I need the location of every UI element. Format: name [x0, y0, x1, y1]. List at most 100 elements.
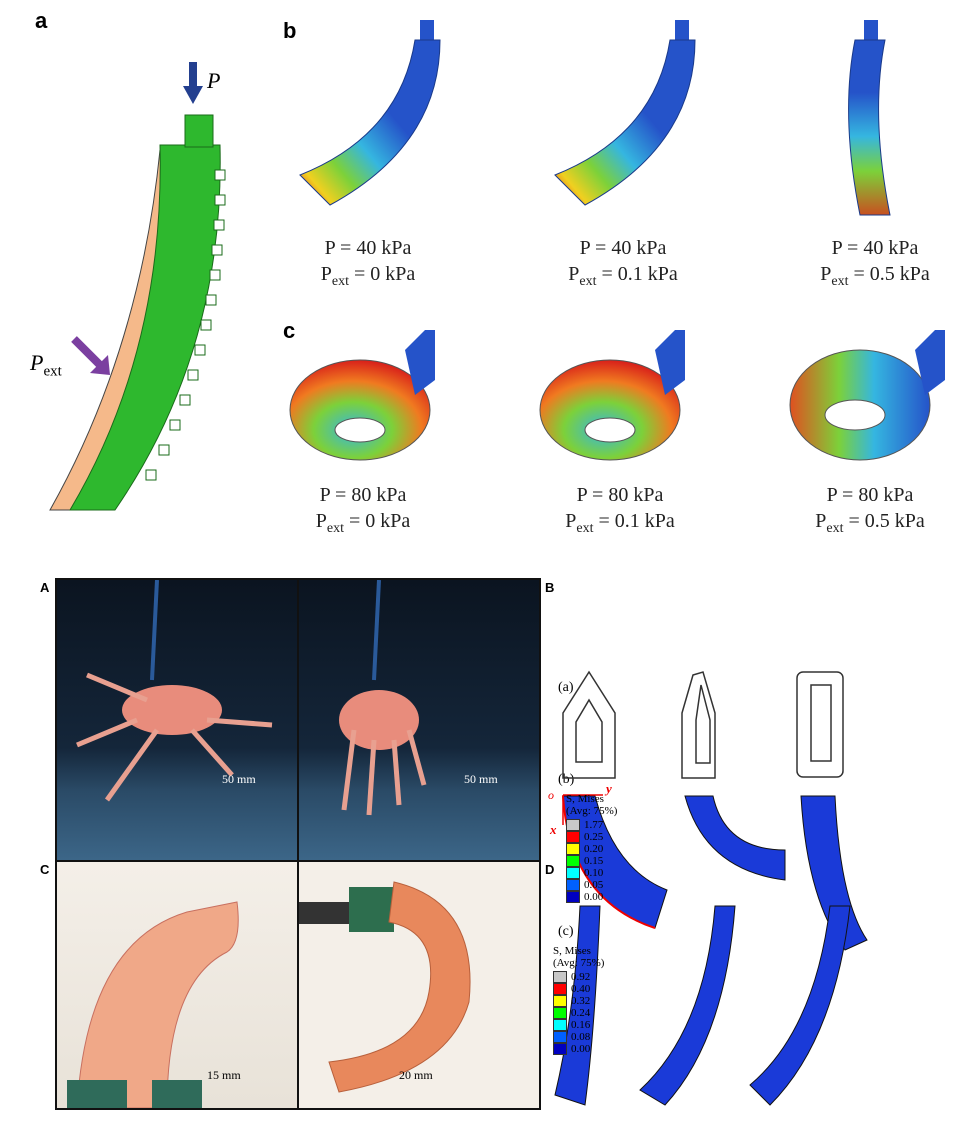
legend-swatch — [553, 1031, 567, 1043]
photo-label-B: B — [545, 580, 555, 595]
legend-value: 0.32 — [571, 995, 591, 1007]
pext-value: = 0 kPa — [348, 263, 416, 285]
fea-label-b: (b) — [558, 772, 575, 787]
fea-bend-c — [554, 905, 851, 1106]
pressure-value: P = 40 kPa — [579, 237, 667, 259]
legend-swatch — [553, 983, 567, 995]
pext-symbol: P — [815, 510, 827, 532]
label-pext: Pext — [30, 350, 62, 380]
scale-bar-A: 50 mm — [222, 772, 256, 786]
pext-subscript: ext — [579, 274, 597, 289]
gripper-closed-illustration — [339, 580, 427, 816]
pext-symbol: P — [568, 263, 580, 285]
axis-y-label: y — [606, 781, 612, 796]
legend-value: 0.00 — [571, 1043, 591, 1055]
pext-subscript: ext — [43, 363, 62, 380]
photo-label-A: A — [40, 580, 50, 595]
axis-origin-label: o — [548, 788, 554, 802]
pext-value: = 0.5 kPa — [848, 263, 930, 285]
photo-C-bellows-actuator: 15 mm — [57, 862, 297, 1108]
fea-bent-40kpa-0.5 — [848, 20, 891, 216]
label-p: P — [207, 68, 221, 93]
pressure-value: P = 80 kPa — [826, 484, 914, 506]
legend-swatch — [553, 971, 567, 983]
legend-swatch — [566, 843, 580, 855]
bellows-actuator-illustration — [67, 901, 239, 1108]
legend-entry: 0.24 — [553, 1007, 604, 1019]
cross-sections — [562, 670, 844, 779]
legend-value: 0.25 — [584, 831, 604, 843]
photo-label-D: D — [545, 862, 555, 877]
pext-subscript: ext — [576, 521, 594, 536]
pext-subscript: ext — [826, 521, 844, 536]
legend-entry: 0.16 — [553, 1019, 604, 1031]
legend-value: 0.05 — [584, 879, 604, 891]
legend-entry: 0.25 — [566, 831, 617, 843]
legend-swatch — [553, 1007, 567, 1019]
legend-subtitle: (Avg: 75%) — [566, 805, 618, 817]
legend-entry: 0.92 — [553, 971, 604, 983]
fea-curled-80kpa-0.5 — [789, 330, 945, 461]
legend-entry: 0.00 — [566, 891, 617, 903]
fea-cross-sections-and-results — [554, 670, 868, 1106]
legend-entry: 0.10 — [566, 867, 617, 879]
external-pressure-arrow-icon — [71, 336, 110, 375]
legend-swatch — [566, 891, 580, 903]
pext-subscript: ext — [326, 521, 344, 536]
pext-subscript: ext — [831, 274, 849, 289]
scale-bar-C: 15 mm — [207, 1068, 241, 1082]
fea-label-a: (a) — [558, 680, 574, 695]
pext-subscript: ext — [331, 274, 349, 289]
photo-A-underwater-gripper-open: 50 mm — [57, 580, 297, 860]
pext-symbol: P — [565, 510, 577, 532]
fea-bent-40kpa-0 — [299, 20, 441, 206]
pressure-value: P = 80 kPa — [576, 484, 664, 506]
pressure-value: P = 40 kPa — [831, 237, 919, 259]
actuator-model-a — [49, 114, 226, 511]
toothed-actuator-illustration — [299, 881, 471, 1093]
legend-title: S, Mises — [566, 793, 604, 805]
legend-swatch — [566, 867, 580, 879]
pext-symbol: P — [315, 510, 327, 532]
fea-bend-b — [562, 794, 868, 951]
pext-symbol: P — [30, 350, 44, 375]
photo-B-underwater-gripper-closed: 50 mm — [299, 580, 539, 860]
legend-entry: 0.00 — [553, 1043, 604, 1055]
legend-value: 0.10 — [584, 867, 604, 879]
legend-value: 0.15 — [584, 855, 604, 867]
legend-title: S, Mises — [553, 945, 591, 957]
photo-D-toothed-actuator: 20 mm — [299, 862, 539, 1108]
pext-value: = 0.1 kPa — [596, 263, 678, 285]
pressure-value: P = 80 kPa — [319, 484, 407, 506]
legend-entry: 1.77 — [566, 819, 617, 831]
fea-bent-40kpa-0.1 — [554, 20, 696, 206]
legend-value: 0.20 — [584, 843, 604, 855]
legend-entry: 0.20 — [566, 843, 617, 855]
fea-curled-80kpa-0.1 — [539, 330, 685, 461]
axis-x-label: x — [550, 822, 557, 837]
legend-swatch — [566, 855, 580, 867]
legend-value: 0.24 — [571, 1007, 591, 1019]
legend-value: 0.16 — [571, 1019, 591, 1031]
legend-swatch — [566, 819, 580, 831]
scale-bar-D: 20 mm — [399, 1068, 433, 1082]
legend-entry: 0.05 — [566, 879, 617, 891]
legend-entry: 0.40 — [553, 983, 604, 995]
photo-label-C: C — [40, 862, 50, 877]
legend-swatch — [553, 1043, 567, 1055]
pext-value: = 0.1 kPa — [593, 510, 675, 532]
legend-subtitle: (Avg: 75%) — [553, 957, 605, 969]
legend-swatch — [566, 879, 580, 891]
legend-swatch — [553, 1019, 567, 1031]
legend-value: 0.00 — [584, 891, 604, 903]
legend-entry: 0.08 — [553, 1031, 604, 1043]
panel-label-c: c — [283, 318, 296, 343]
